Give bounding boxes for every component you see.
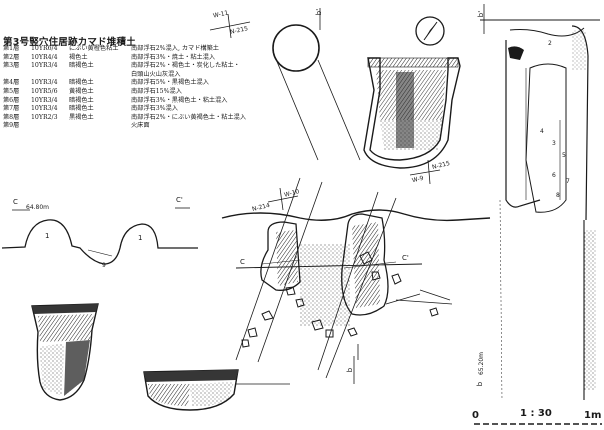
legend-desc: 南部浮石15%混入 bbox=[131, 88, 182, 95]
legend-color: 褐色土 bbox=[69, 53, 88, 61]
plan-b-prime-label: b' bbox=[315, 8, 324, 16]
legend-code: 10YR5/6 bbox=[31, 88, 58, 95]
legend-layer: 第1層 bbox=[3, 45, 20, 52]
mound-label-9: 9 bbox=[102, 262, 106, 269]
plan-projection-lines bbox=[232, 177, 453, 385]
legend-layer: 第4層 bbox=[3, 79, 20, 87]
right-b-label: b bbox=[476, 381, 485, 387]
grid-cross-top bbox=[209, 13, 251, 39]
plan-c-label: C bbox=[240, 258, 245, 266]
pottery-jar-large bbox=[31, 303, 99, 401]
legend-code: 10YR3/4 bbox=[31, 79, 58, 87]
legend-layer: 第6層 bbox=[3, 96, 20, 104]
pottery-bowl bbox=[143, 369, 239, 411]
right-section-number-8: 8 bbox=[556, 192, 560, 199]
legend-color: 暗褐色土 bbox=[69, 96, 94, 104]
legend-desc: 南部浮石3%・黒褐色土・粘土混入 bbox=[131, 96, 228, 104]
section-c-profile bbox=[1, 207, 198, 265]
mound-label-1a: 1 bbox=[45, 232, 50, 240]
north-arrow-icon bbox=[415, 16, 445, 46]
legend-code: 10YR6/4 bbox=[31, 45, 58, 52]
right-section-number-7: 7 bbox=[566, 178, 570, 185]
vessel-rim-circle bbox=[272, 24, 320, 72]
legend-desc: 南部浮石5%・黒褐色土混入 bbox=[131, 79, 209, 87]
right-section-number-3: 3 bbox=[552, 140, 556, 147]
legend-layer: 第5層 bbox=[3, 88, 20, 95]
scale-ratio-label: 1 : 30 bbox=[520, 408, 552, 419]
right-section-number-6: 6 bbox=[552, 172, 556, 179]
right-section-stipple bbox=[584, 230, 596, 390]
legend-layer: 第7層 bbox=[3, 105, 20, 113]
grid-cross-right bbox=[409, 159, 441, 185]
scale-end-label: 1m bbox=[584, 410, 602, 421]
legend-color: 暗褐色土 bbox=[69, 79, 94, 87]
right-section-top-stipple bbox=[572, 30, 586, 70]
legend-code: 10YR2/3 bbox=[31, 113, 58, 121]
legend-layer: 第8層 bbox=[3, 113, 20, 121]
section-c-prime-label: C' bbox=[176, 196, 183, 204]
right-b-prime-label: b' bbox=[477, 10, 486, 18]
legend-code: 10YR3/4 bbox=[31, 105, 58, 113]
plan-hatch-wall-left bbox=[276, 230, 298, 286]
legend-desc: 南部浮石3%混入 bbox=[131, 105, 178, 113]
legend-desc: 南部浮石2%・褐色土・炭化した粘土・ bbox=[131, 62, 240, 70]
legend-desc: 南部浮石2%混入, カマド構築土 bbox=[131, 45, 219, 52]
plan-hatch-wall-right bbox=[352, 222, 380, 308]
plan-b-label: b bbox=[346, 367, 355, 373]
legend-color: 暗褐色土 bbox=[69, 62, 94, 70]
legend-code: 10YR3/4 bbox=[31, 62, 58, 70]
scale-zero-label: 0 bbox=[472, 410, 479, 421]
legend-code: 10YR4/4 bbox=[31, 53, 58, 61]
section-c-label: C bbox=[13, 198, 18, 206]
legend-code: 10YR3/4 bbox=[31, 96, 58, 104]
legend-desc: 南部浮石3%・焼土・粘土混入 bbox=[131, 53, 216, 61]
legend-color: 黒褐色土 bbox=[69, 113, 94, 121]
legend-desc: 火床面 bbox=[131, 122, 150, 130]
section-c-elevation: 64.80m bbox=[26, 204, 50, 211]
right-section-dark-fill bbox=[508, 46, 524, 60]
mound-label-1b: 1 bbox=[138, 234, 143, 242]
legend-desc: 白頭山火山灰混入 bbox=[131, 70, 181, 78]
legend-layer: 第2層 bbox=[3, 53, 20, 61]
plan-stipple-area bbox=[300, 244, 350, 326]
legend-layer: 第9層 bbox=[3, 122, 20, 130]
plan-c-prime-label: C' bbox=[402, 254, 409, 262]
legend-color: にぶい黄橙色粘土 bbox=[69, 45, 119, 52]
right-elevation-label: 65.20m bbox=[478, 351, 486, 376]
projection-lines bbox=[272, 51, 361, 161]
right-section-view bbox=[480, 4, 600, 401]
legend-desc: 南部浮石2%・にぶい黄褐色土・粘土混入 bbox=[131, 113, 247, 121]
legend-color: 黄褐色土 bbox=[69, 88, 94, 95]
vessel-profile-top bbox=[363, 57, 461, 169]
right-section-number-2: 2 bbox=[548, 40, 552, 47]
legend-title: 第3号竪穴住居跡カマド堆積土 bbox=[3, 37, 136, 48]
legend-color: 暗褐色土 bbox=[69, 105, 94, 113]
right-section-number-5: 5 bbox=[562, 152, 566, 159]
right-section-number-4: 4 bbox=[540, 128, 544, 135]
legend-layer: 第3層 bbox=[3, 62, 20, 70]
